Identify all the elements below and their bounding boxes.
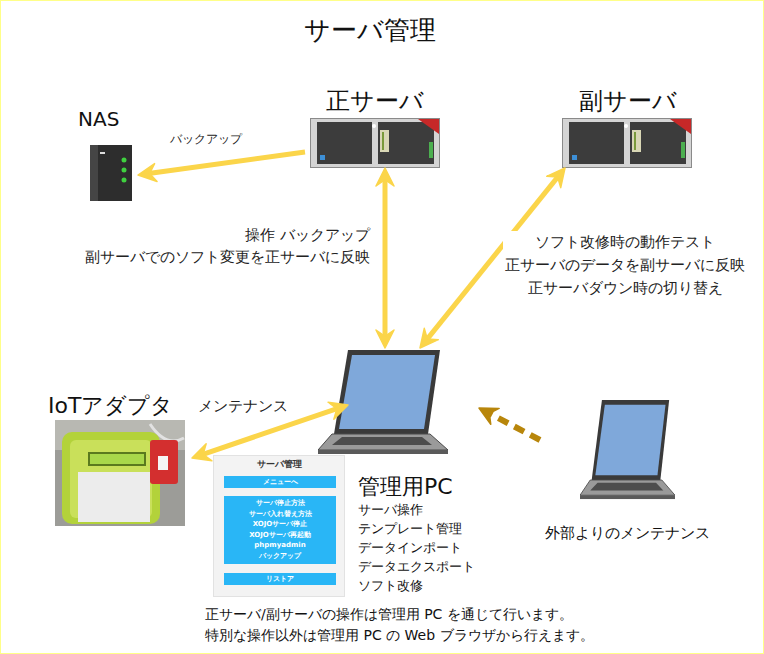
adapter-label — [158, 456, 168, 470]
nas-led — [122, 168, 127, 173]
node-heading: サーバ管理 — [214, 458, 344, 470]
remote-laptop: 外部よりのメンテナンス — [540, 398, 715, 546]
note-text: 正サーバ/副サーバの操作は管理用 PC を通じて行います。 — [205, 604, 573, 624]
laptop-icon — [318, 350, 448, 454]
adapter-case — [62, 432, 160, 524]
node-text: サーバ操作 — [358, 500, 475, 519]
iot-photo — [55, 420, 185, 526]
arrow-head — [547, 168, 565, 188]
node-heading: 正サーバ — [305, 86, 445, 116]
node-text: ソフト改修 — [358, 576, 475, 595]
server-icon — [311, 119, 440, 168]
connector — [138, 152, 305, 181]
nas-device: NAS — [78, 106, 138, 202]
adapter-card — [78, 472, 150, 522]
arrow-head — [328, 402, 348, 419]
node-text: サーバ入れ替え方法 — [224, 509, 336, 520]
admin-pc: 管理用PCサーバ操作テンプレート管理データインポートデータエクスポートソフト改修 — [348, 348, 479, 599]
web-panel: サーバ管理メニューへサーバ停止方法サーバ入れ替え方法XOJOサーバ停止XOJOサ… — [213, 455, 345, 597]
node-text: バックアップ — [224, 551, 336, 562]
edge-label: メンテナンス — [196, 396, 290, 416]
adapter-lcd-frame — [88, 452, 146, 466]
node-heading: NAS — [78, 106, 138, 132]
adapter-lcd — [90, 454, 144, 464]
nas-led — [122, 178, 127, 183]
diagram-title: サーバ管理 — [304, 13, 436, 47]
nas-led — [122, 158, 127, 163]
arrow-head — [376, 168, 394, 186]
edge-label: バックアップ — [168, 131, 244, 147]
adapter-module — [150, 440, 178, 484]
connector — [376, 168, 394, 348]
nas-body — [90, 145, 132, 201]
edge-label: 操作 バックアップ 副サーバでのソフト変更を正サーバに反映 — [83, 224, 372, 268]
node-heading: IoTアダプタ — [48, 392, 192, 420]
node-text: データエクスポート — [358, 557, 475, 576]
node-text: データインポート — [358, 538, 475, 557]
node-heading: メニューへ — [224, 476, 336, 488]
node-heading: リストア — [224, 573, 336, 585]
node-text: XOJOサーバ停止 — [224, 519, 336, 530]
server-icon — [563, 119, 692, 168]
menu-button: メニューへ — [224, 476, 336, 488]
arrow-head — [376, 330, 394, 348]
node-text: phpmyadmin — [224, 540, 336, 551]
link-list: サーバ停止方法サーバ入れ替え方法XOJOサーバ停止XOJOサーバ再起動phpmy… — [224, 496, 336, 564]
restore-button: リストア — [224, 573, 336, 585]
node-text: XOJOサーバ再起動 — [224, 530, 336, 541]
node-heading: 管理用PC — [358, 474, 475, 500]
secondary-server: 副サーバ — [560, 86, 695, 168]
nas-side — [90, 145, 98, 201]
primary-server: 正サーバ — [305, 86, 445, 168]
connector-line — [149, 152, 305, 174]
connector-line — [383, 179, 388, 337]
arrow-head — [138, 164, 157, 182]
laptop-icon — [580, 400, 675, 499]
iot-adapter: IoTアダプタ — [44, 392, 192, 528]
node-heading: 外部よりのメンテナンス — [540, 522, 715, 544]
arrow-head — [420, 328, 438, 348]
arrow-head — [479, 408, 499, 424]
photo-ground — [55, 420, 185, 526]
node-text: テンプレート管理 — [358, 519, 475, 538]
node-heading: 副サーバ — [560, 86, 695, 116]
node-heading: サーバ停止方法 — [224, 498, 336, 509]
connector-line — [489, 413, 540, 440]
arrow-head — [192, 444, 212, 461]
nas-icon — [90, 145, 132, 201]
nas-mark — [100, 152, 105, 154]
edge-label: ソフト改修時の動作テスト 正サーバのデータを副サーバに反映 正サーバダウン時の切… — [503, 231, 747, 300]
connector — [479, 408, 540, 440]
note-text: 特別な操作以外は管理用 PC の Web ブラウザから行えます。 — [205, 625, 594, 645]
